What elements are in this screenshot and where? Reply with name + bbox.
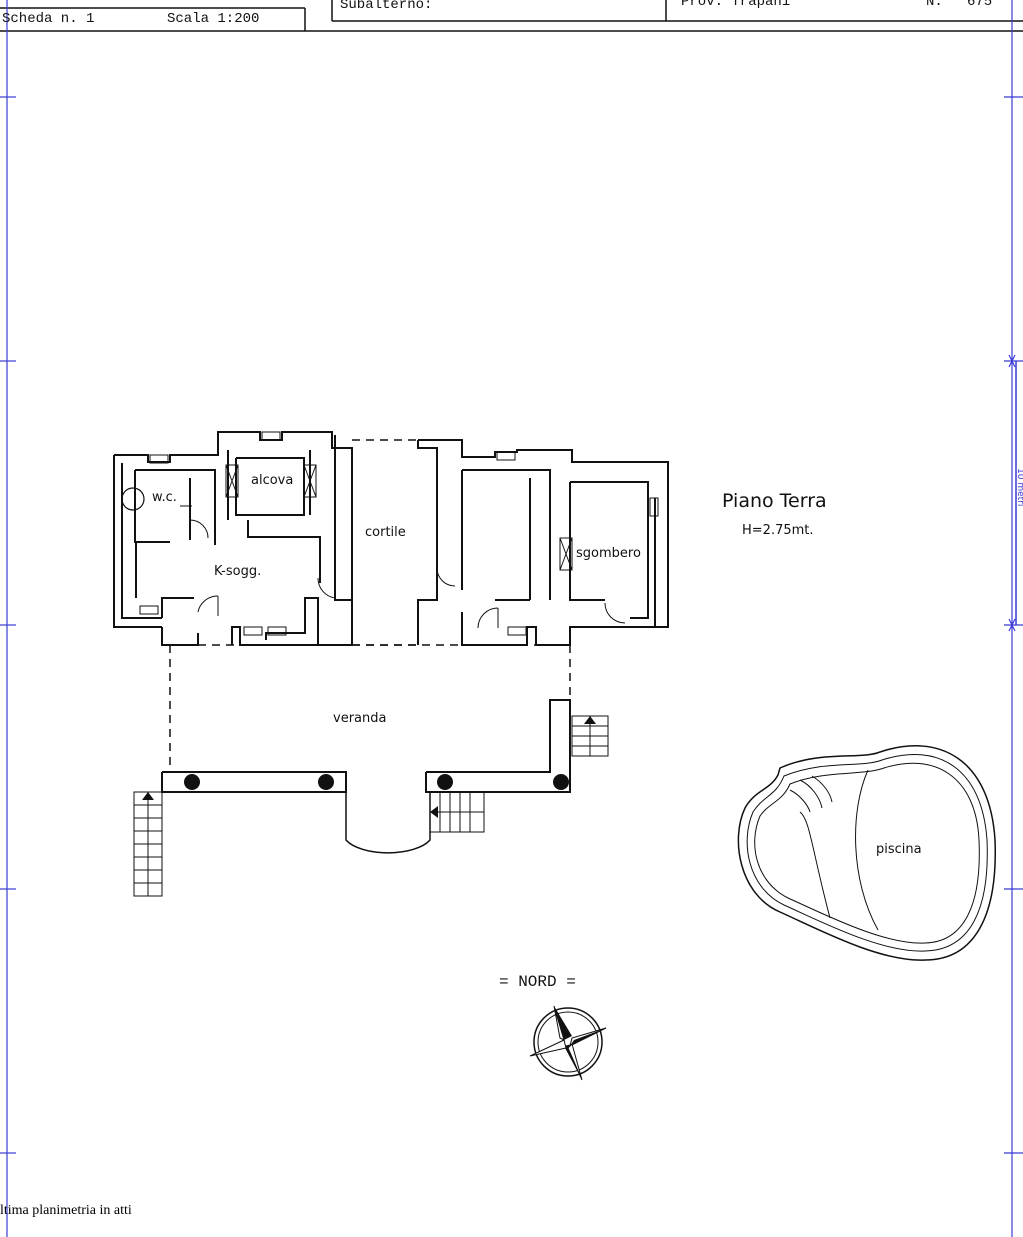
number-value: 675	[967, 0, 993, 10]
stairs-front	[429, 791, 485, 833]
windows	[139, 431, 659, 636]
north-compass-icon	[529, 1005, 607, 1081]
room-label-piscina: piscina	[876, 842, 922, 857]
scale-bar-label: 10 metri	[1015, 468, 1023, 506]
veranda-terrace	[161, 699, 571, 854]
room-label-alcova: alcova	[251, 473, 293, 488]
room-label-cortile: cortile	[365, 525, 406, 540]
columns	[184, 774, 569, 790]
room-label-sgombero: sgombero	[576, 546, 641, 561]
province-label: Prov. Trapani	[681, 0, 791, 10]
north-label: = NORD =	[499, 973, 576, 991]
header-frame	[0, 0, 1023, 32]
stairs-left-arrow-icon	[142, 792, 154, 800]
stairs-front-arrow-icon	[430, 806, 438, 818]
room-label-veranda: veranda	[333, 711, 386, 726]
room-label-wc: w.c.	[152, 490, 177, 505]
scale-label: Scala 1:200	[167, 11, 260, 27]
doors	[189, 519, 626, 629]
footer-note: ltima planimetria in atti	[0, 1203, 132, 1218]
number-label: N.	[926, 0, 943, 10]
scheda-number: Scheda n. 1	[2, 11, 95, 27]
building-walls	[113, 431, 669, 646]
open-sides	[169, 439, 571, 772]
stairs-left	[133, 791, 163, 897]
floor-title: Piano Terra	[722, 490, 827, 512]
stairs-right-arrow-icon	[584, 716, 596, 724]
subalterno-label: Subalterno:	[340, 0, 433, 13]
pool	[737, 745, 996, 961]
room-label-k-sogg: K-sogg.	[214, 564, 261, 579]
wc-fixture-icon	[121, 487, 145, 511]
floor-height: H=2.75mt.	[742, 523, 814, 538]
